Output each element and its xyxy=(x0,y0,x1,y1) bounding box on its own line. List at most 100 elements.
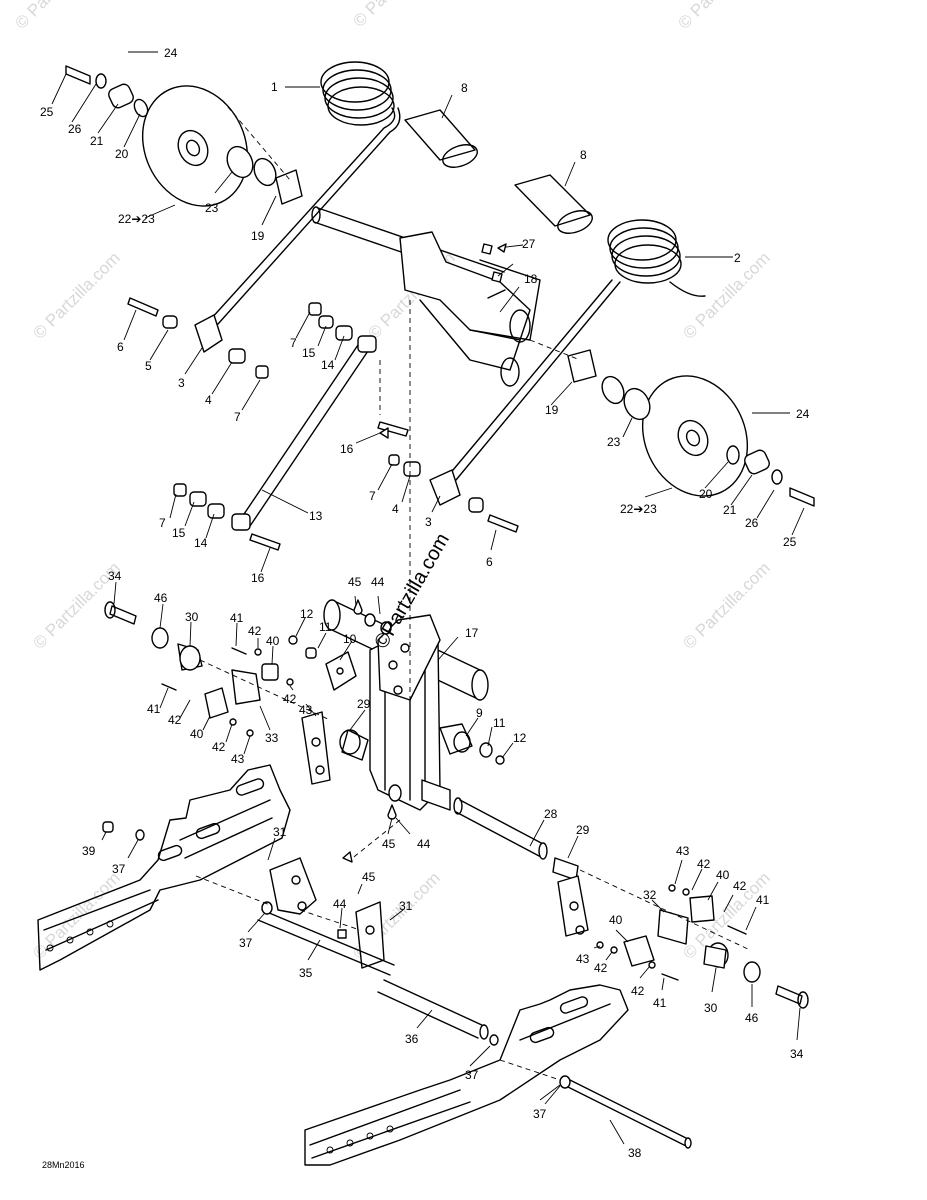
idler-wheel-left xyxy=(65,65,303,207)
callout-15: 15 xyxy=(302,346,316,360)
front-arm-shaft xyxy=(311,206,541,387)
callout-12: 12 xyxy=(513,731,527,745)
callout-19: 19 xyxy=(545,403,559,417)
callout-5: 5 xyxy=(145,359,152,373)
callout-36: 36 xyxy=(405,1032,419,1046)
callout-44: 44 xyxy=(371,575,385,589)
callout-34: 34 xyxy=(790,1047,804,1061)
callout-13: 13 xyxy=(309,509,323,523)
callout-14: 14 xyxy=(321,358,335,372)
callout-40: 40 xyxy=(266,634,280,648)
callout-25: 25 xyxy=(783,535,797,549)
callout-14: 14 xyxy=(194,536,208,550)
callout-35: 35 xyxy=(299,966,313,980)
callout-33: 33 xyxy=(265,731,279,745)
watermark: © Partzilla.com xyxy=(29,248,123,342)
callout-8: 8 xyxy=(580,148,587,162)
callout-43: 43 xyxy=(676,844,690,858)
callout-43: 43 xyxy=(299,703,313,717)
links xyxy=(127,243,519,551)
idler-wheel-right xyxy=(567,349,815,507)
callout-44: 44 xyxy=(417,837,431,851)
callout-26: 26 xyxy=(745,516,759,530)
callout-25: 25 xyxy=(40,105,54,119)
callout-23: 23 xyxy=(607,435,621,449)
callout-42: 42 xyxy=(733,879,747,893)
callout-42: 42 xyxy=(248,624,262,638)
callout-7: 7 xyxy=(159,516,166,530)
alignment-lines xyxy=(195,99,751,1081)
callout-40: 40 xyxy=(609,913,623,927)
callout-16: 16 xyxy=(251,571,265,585)
leader-lines xyxy=(51,51,805,1145)
callout-42: 42 xyxy=(283,692,297,706)
callout-22-23: 22➔23 xyxy=(118,212,155,226)
lower-shafts xyxy=(102,821,692,1149)
watermark: © Partzilla.com xyxy=(11,0,105,33)
callout-38: 38 xyxy=(628,1146,642,1160)
callout-41: 41 xyxy=(230,611,244,625)
sleeve-right xyxy=(514,174,593,234)
callout-6: 6 xyxy=(117,340,124,354)
callout-11: 11 xyxy=(493,716,506,730)
callout-42: 42 xyxy=(212,740,226,754)
callout-42: 42 xyxy=(594,961,608,975)
callout-41: 41 xyxy=(756,893,770,907)
callout-37: 37 xyxy=(112,862,126,876)
callout-42: 42 xyxy=(631,984,645,998)
callout-17: 17 xyxy=(465,626,479,640)
spring-left xyxy=(209,61,401,325)
callout-24: 24 xyxy=(796,407,810,421)
diagram-code: 28Mn2016 xyxy=(42,1160,85,1170)
callout-30: 30 xyxy=(185,610,199,624)
callout-45: 45 xyxy=(382,837,396,851)
callout-19: 19 xyxy=(251,229,265,243)
callout-45: 45 xyxy=(362,870,376,884)
watermark: © Partzilla.com xyxy=(674,0,768,33)
callout-30: 30 xyxy=(704,1001,718,1015)
callout-42: 42 xyxy=(168,713,182,727)
callout-31: 31 xyxy=(273,825,287,839)
callout-40: 40 xyxy=(716,868,730,882)
callout-29: 29 xyxy=(357,697,371,711)
callout-45: 45 xyxy=(348,575,362,589)
watermark: © Partzilla.com xyxy=(679,558,773,652)
callout-10: 10 xyxy=(343,632,357,646)
callout-23: 23 xyxy=(205,201,219,215)
callout-24: 24 xyxy=(164,46,178,60)
callout-7: 7 xyxy=(290,336,297,350)
callout-4: 4 xyxy=(392,502,399,516)
callout-7: 7 xyxy=(369,489,376,503)
callout-11: 11 xyxy=(319,620,332,634)
callout-40: 40 xyxy=(190,727,204,741)
callout-34: 34 xyxy=(108,569,122,583)
callout-43: 43 xyxy=(576,952,590,966)
callout-46: 46 xyxy=(745,1011,759,1025)
callout-32: 32 xyxy=(643,888,657,902)
callout-43: 43 xyxy=(231,752,245,766)
callout-9: 9 xyxy=(476,706,483,720)
callout-27: 27 xyxy=(522,237,536,251)
callout-44: 44 xyxy=(333,897,347,911)
callout-29: 29 xyxy=(576,823,590,837)
callout-12: 12 xyxy=(300,607,314,621)
callout-3: 3 xyxy=(178,376,185,390)
callout-41: 41 xyxy=(653,996,667,1010)
callout-7: 7 xyxy=(234,410,241,424)
callout-46: 46 xyxy=(154,591,168,605)
callout-21: 21 xyxy=(723,503,737,517)
callout-8: 8 xyxy=(461,81,468,95)
callout-2: 2 xyxy=(734,251,741,265)
callout-26: 26 xyxy=(68,122,82,136)
callout-20: 20 xyxy=(115,147,129,161)
watermark: © Partzilla.com xyxy=(29,868,123,962)
callout-37: 37 xyxy=(465,1068,479,1082)
callout-18: 18 xyxy=(524,272,538,286)
callout-22-23: 22➔23 xyxy=(620,502,657,516)
right-slide-rail xyxy=(304,984,629,1166)
callout-15: 15 xyxy=(172,526,186,540)
callout-labels: 1 2 3 3 4 4 5 6 6 7 7 7 7 8 8 9 10 11 11… xyxy=(40,46,810,1160)
callout-42: 42 xyxy=(697,857,711,871)
callout-37: 37 xyxy=(239,936,253,950)
